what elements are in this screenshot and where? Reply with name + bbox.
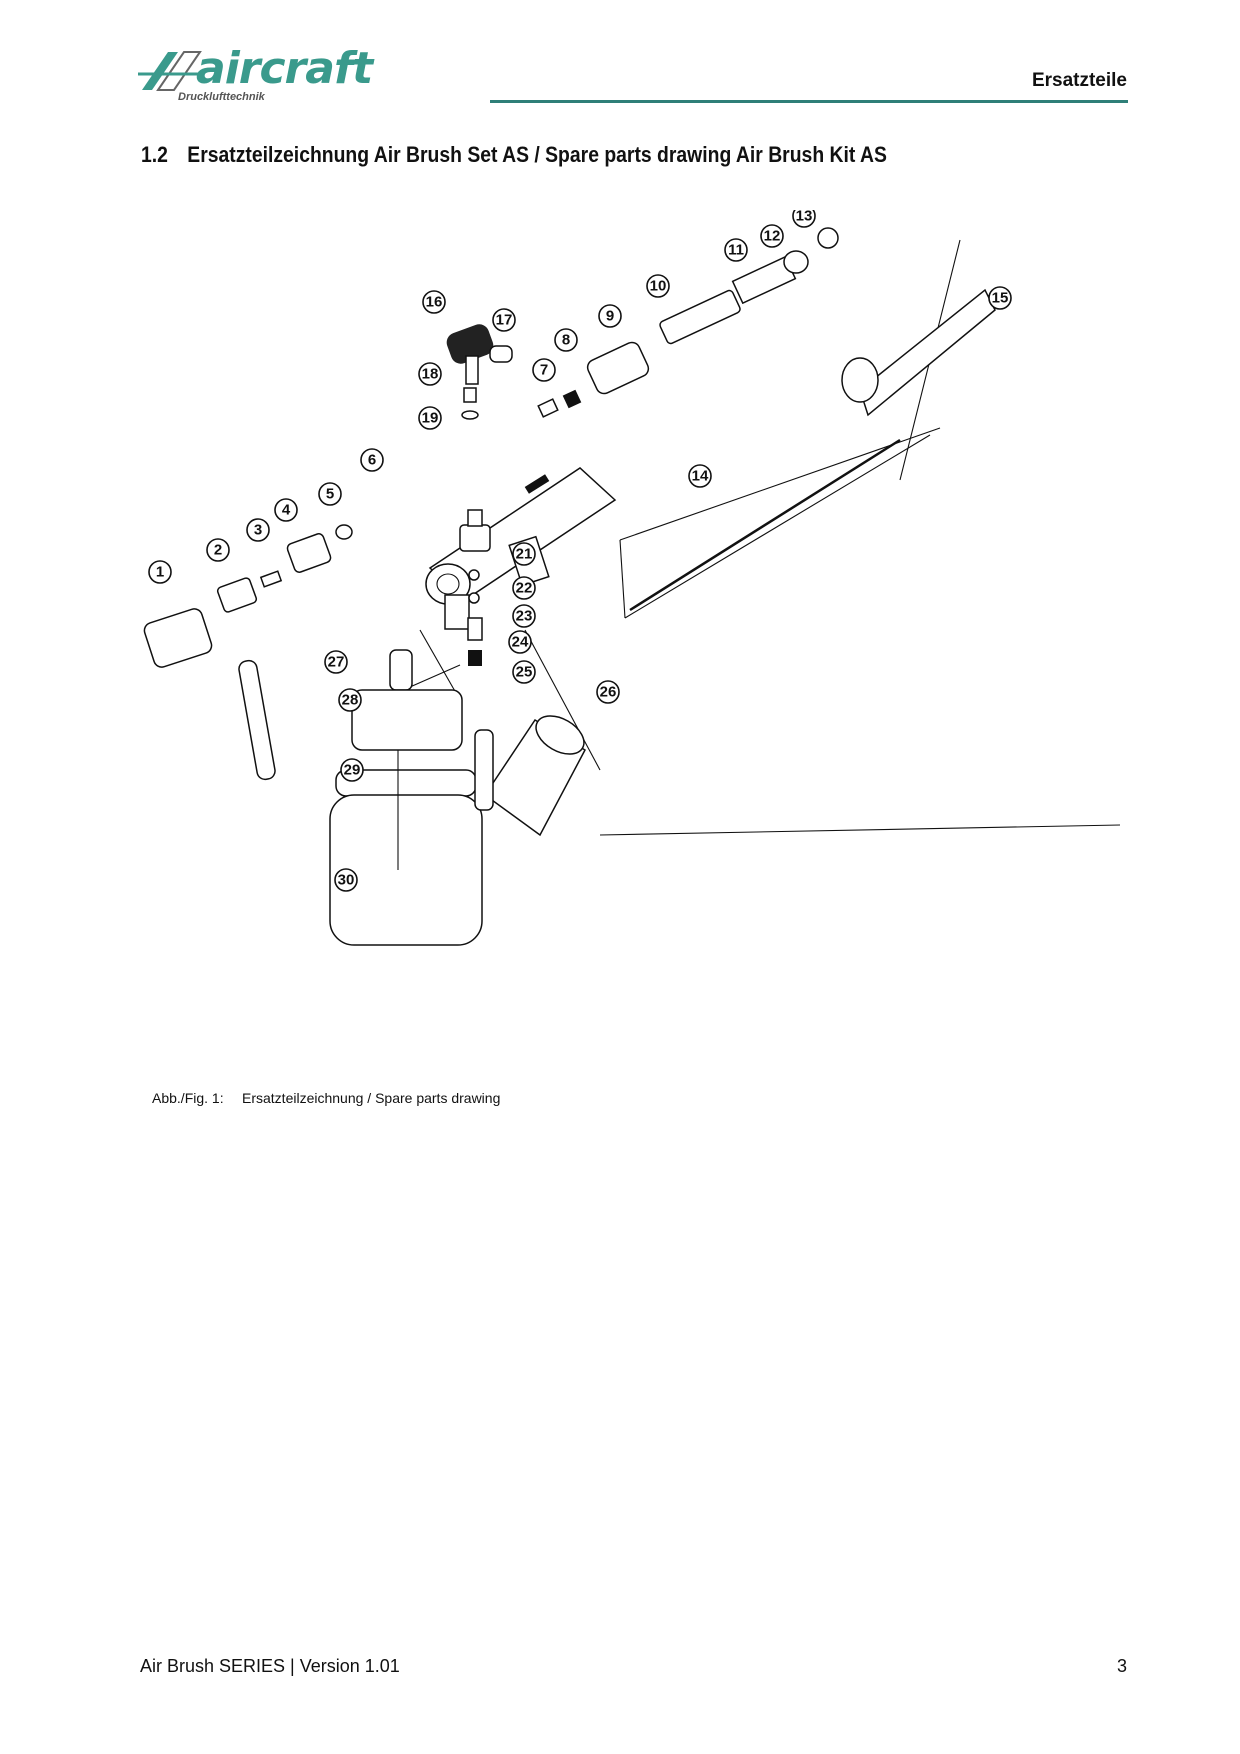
- callout-28: 28: [338, 688, 362, 712]
- callout-16: 16: [422, 290, 446, 314]
- section-title: Ersatzteilzeichnung Air Brush Set AS / S…: [187, 142, 887, 167]
- callout-22: 22: [512, 576, 536, 600]
- callout-14: 14: [688, 464, 712, 488]
- side-cup: [474, 715, 586, 837]
- callout-25: 25: [512, 660, 536, 684]
- callout-3: 3: [246, 518, 270, 542]
- airbrush-body: [425, 467, 617, 630]
- svg-text:23: 23: [516, 608, 533, 625]
- svg-text:9: 9: [606, 308, 614, 325]
- svg-text:2: 2: [214, 542, 222, 559]
- svg-text:26: 26: [600, 684, 617, 701]
- trigger-parts: [446, 324, 513, 420]
- svg-text:29: 29: [344, 762, 361, 779]
- footer-page-number: 3: [1116, 1656, 1127, 1676]
- section-heading: 1.2 Ersatzteilzeichnung Air Brush Set AS …: [141, 142, 887, 168]
- logo-subtitle: Drucklufttechnik: [178, 91, 265, 103]
- callout-17: 17: [492, 308, 516, 332]
- callout-4: 4: [274, 498, 298, 522]
- callout-1: 1: [148, 560, 172, 584]
- svg-text:5: 5: [326, 486, 334, 503]
- svg-text:25: 25: [516, 664, 533, 681]
- svg-text:8: 8: [562, 332, 570, 349]
- svg-text:21: 21: [516, 546, 533, 563]
- svg-text:24: 24: [512, 634, 529, 651]
- figure-caption-label: Abb./Fig. 1:: [152, 1090, 224, 1106]
- svg-text:10: 10: [650, 278, 667, 295]
- callout-12: 12: [760, 224, 784, 248]
- callout-23: 23: [512, 604, 536, 628]
- svg-text:13: 13: [796, 210, 813, 225]
- logo-mark-icon: [138, 51, 202, 91]
- figure-caption-text: Ersatzteilzeichnung / Spare parts drawin…: [242, 1090, 501, 1106]
- svg-text:27: 27: [328, 654, 345, 671]
- callout-15: 15: [988, 286, 1012, 310]
- front-parts: [537, 227, 996, 418]
- wrench: [238, 659, 276, 781]
- svg-text:22: 22: [516, 580, 533, 597]
- callout-30: 30: [334, 868, 358, 892]
- svg-text:16: 16: [426, 294, 443, 311]
- rear-parts: [143, 524, 353, 668]
- callout-10: 10: [646, 274, 670, 298]
- callout-11: 11: [724, 238, 748, 262]
- svg-text:3: 3: [254, 522, 262, 539]
- svg-text:11: 11: [728, 242, 744, 259]
- figure-caption: Abb./Fig. 1: Ersatzteilzeichnung / Spare …: [152, 1090, 500, 1106]
- callout-21: 21: [512, 542, 536, 566]
- callout-7: 7: [532, 358, 556, 382]
- section-number: 1.2: [141, 142, 168, 167]
- callout-29: 29: [340, 758, 364, 782]
- callout-5: 5: [318, 482, 342, 506]
- svg-text:30: 30: [338, 872, 355, 889]
- svg-text:19: 19: [422, 410, 439, 427]
- aircraft-logo: aircraft Drucklufttechnik: [138, 44, 378, 110]
- header-rule: [490, 100, 1128, 103]
- svg-text:12: 12: [764, 228, 781, 245]
- callout-8: 8: [554, 328, 578, 352]
- valve-parts: [459, 509, 491, 666]
- svg-text:14: 14: [692, 468, 709, 485]
- callout-27: 27: [324, 650, 348, 674]
- callout-6: 6: [360, 448, 384, 472]
- needle-frame: [384, 239, 1120, 836]
- callout-18: 18: [418, 362, 442, 386]
- paint-jar: [329, 649, 483, 946]
- section-label: Ersatzteile: [1031, 70, 1127, 91]
- svg-text:1: 1: [156, 564, 164, 581]
- svg-text:4: 4: [282, 502, 291, 519]
- callout-9: 9: [598, 304, 622, 328]
- callout-24: 24: [508, 630, 532, 654]
- svg-text:6: 6: [368, 452, 376, 469]
- callout-26: 26: [596, 680, 620, 704]
- callout-2: 2: [206, 538, 230, 562]
- svg-text:18: 18: [422, 366, 439, 383]
- svg-text:28: 28: [342, 692, 359, 709]
- footer-document: Air Brush SERIES | Version 1.01: [140, 1656, 400, 1676]
- logo-wordmark: aircraft: [196, 43, 373, 94]
- callout-19: 19: [418, 406, 442, 430]
- spare-parts-drawing: 1 2 3 4 5 6 7 8 9 10 11 12 13 14 15 16 1…: [143, 210, 1120, 946]
- callout-13: 13: [792, 210, 816, 228]
- svg-text:7: 7: [540, 362, 548, 379]
- svg-text:17: 17: [496, 312, 513, 329]
- svg-text:15: 15: [992, 290, 1009, 307]
